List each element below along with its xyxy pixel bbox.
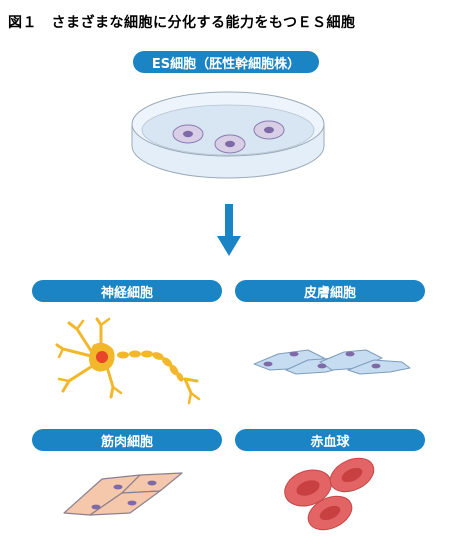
red-blood-cell xyxy=(307,495,353,531)
es-cell xyxy=(253,120,285,140)
muscle-cells-icon xyxy=(63,472,183,516)
red-blood-cell xyxy=(329,457,375,493)
neuron-icon xyxy=(55,317,201,405)
es-cell xyxy=(172,124,204,144)
es-cell xyxy=(214,134,246,154)
muscle-cell-label: 筋肉細胞 xyxy=(32,429,222,451)
red-blood-cell-label: 赤血球 xyxy=(235,429,425,451)
neuron-label: 神経細胞 xyxy=(32,280,222,302)
skin-cells-icon xyxy=(253,349,411,375)
es-cell-label: ES細胞（胚性幹細胞株） xyxy=(133,51,319,73)
down-arrow-icon xyxy=(217,204,241,256)
red-blood-cells-icon xyxy=(284,457,375,531)
figure-title: 図１ さまざまな細胞に分化する能力をもつＥＳ細胞 xyxy=(8,15,356,31)
petri-dish-icon xyxy=(131,91,325,179)
skin-cell-label: 皮膚細胞 xyxy=(235,280,425,302)
